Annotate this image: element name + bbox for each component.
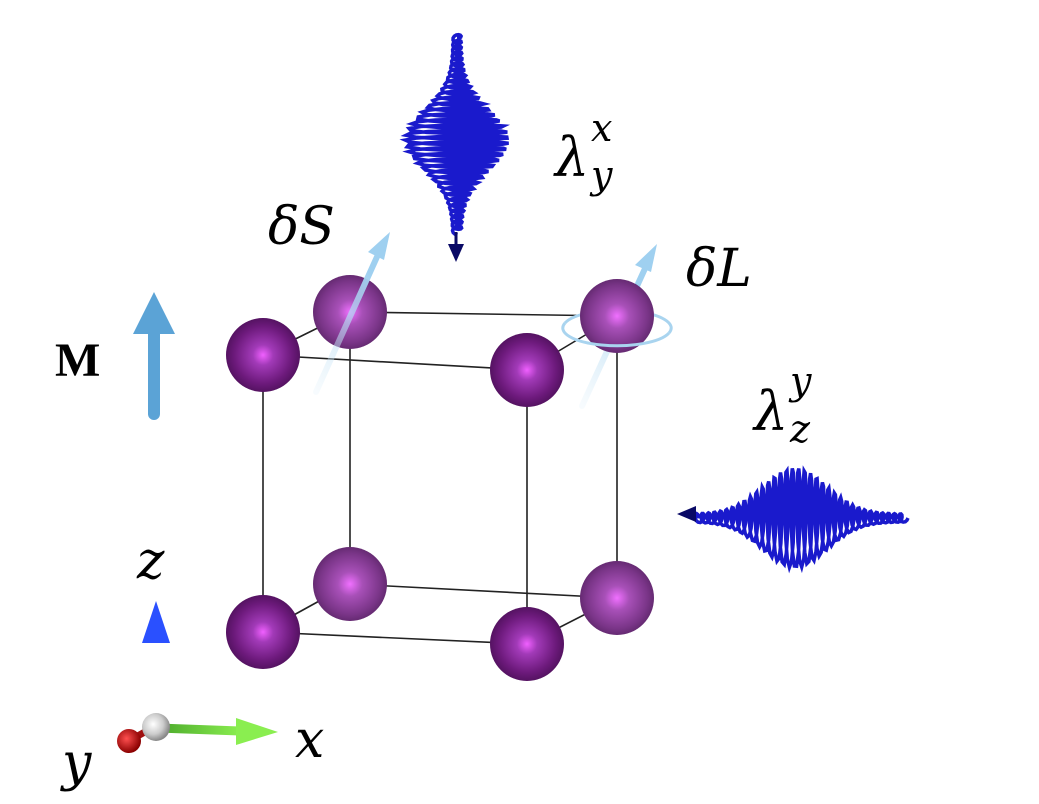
orbital-ring-front (561, 321, 671, 348)
axis-x-shaft (157, 723, 241, 736)
spin-label: δS (268, 197, 335, 257)
lambda-side-label: λ y z (752, 359, 812, 451)
axis-y-tip (117, 729, 141, 753)
atom-back-top-right (580, 279, 654, 353)
spin-moment-arrow (313, 232, 390, 395)
magnetization-arrow (133, 292, 175, 420)
atom-back-bottom-right (580, 561, 654, 635)
orbital-label: δL (686, 239, 752, 299)
axis-origin-sphere (142, 713, 170, 741)
axis-z-head (142, 601, 170, 643)
wave-packet-vertical (399, 32, 511, 262)
atom-front-bottom-right (490, 607, 564, 681)
atom-front-bottom-left (226, 595, 300, 669)
axis-z-label: z (136, 531, 165, 591)
lambda-top-base: λ (553, 126, 589, 189)
axis-x-label: x (295, 710, 324, 770)
axis-y-label: y (60, 733, 92, 793)
atom-back-bottom-left (313, 547, 387, 621)
lambda-top-sup: x (591, 106, 612, 150)
atom-front-top-left (226, 318, 300, 392)
lambda-side-base: λ (752, 380, 788, 443)
magnetization-label: M (55, 334, 100, 387)
axis-x-head (236, 718, 278, 745)
lambda-side-sup: y (788, 359, 812, 403)
lambda-top-label: λ x y (553, 106, 613, 197)
atom-front-top-right (490, 333, 564, 407)
lambda-side-sub: z (789, 407, 811, 451)
axis-triad (117, 601, 278, 753)
wave-packet-horizontal (677, 465, 910, 574)
lambda-top-sub: y (589, 153, 613, 197)
